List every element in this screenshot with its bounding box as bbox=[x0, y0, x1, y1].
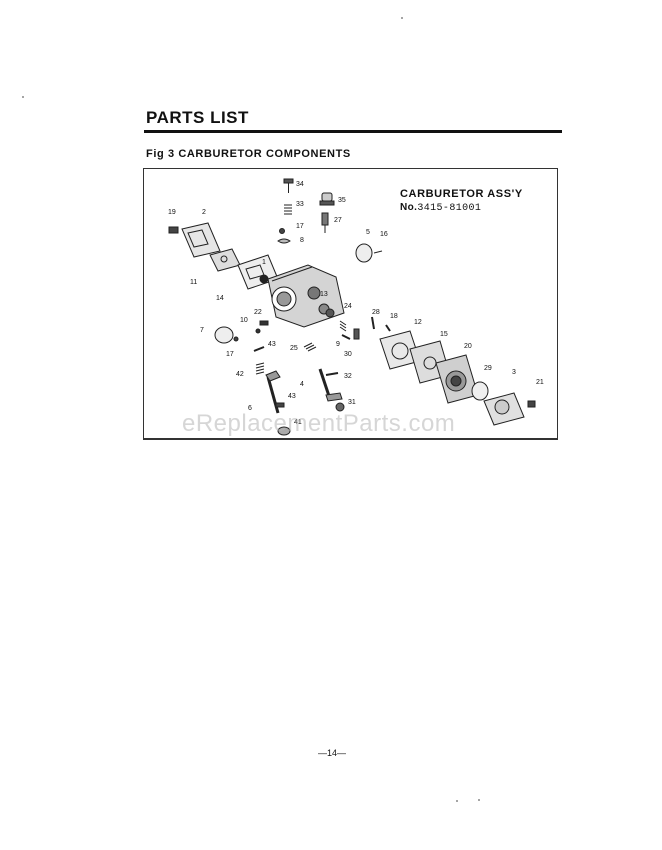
heading-rule bbox=[144, 130, 562, 133]
callout-label: 4 bbox=[300, 381, 304, 388]
part-24 bbox=[339, 320, 347, 332]
callout-label: 1 bbox=[262, 259, 266, 266]
callout-label: 20 bbox=[464, 343, 472, 350]
callout-label: 14 bbox=[216, 295, 224, 302]
callout-label: 21 bbox=[536, 379, 544, 386]
page-number: —14— bbox=[318, 748, 347, 758]
part-1 bbox=[259, 274, 269, 284]
callout-label: 9 bbox=[336, 341, 340, 348]
scan-speck bbox=[22, 96, 24, 98]
carburetor-body bbox=[267, 264, 345, 328]
callout-label: 29 bbox=[484, 365, 492, 372]
part-32 bbox=[325, 372, 339, 376]
callout-label: 43 bbox=[268, 341, 276, 348]
callout-label: 16 bbox=[380, 231, 388, 238]
part-28-18 bbox=[371, 316, 391, 332]
part-4 bbox=[318, 368, 343, 402]
part-29 bbox=[471, 381, 489, 401]
assembly-number-value: 3415-81001 bbox=[417, 203, 482, 214]
part-20 bbox=[435, 354, 479, 404]
scan-speck bbox=[401, 17, 403, 19]
callout-label: 35 bbox=[338, 197, 346, 204]
part-12 bbox=[379, 330, 421, 370]
part-17-8 bbox=[277, 228, 291, 244]
callout-label: 6 bbox=[248, 405, 252, 412]
carburetor-diagram: CARBURETOR ASS'Y No.3415-81001 34 33 35 … bbox=[143, 168, 558, 440]
callout-label: 7 bbox=[200, 327, 204, 334]
page-heading: PARTS LIST bbox=[146, 108, 249, 127]
callout-label: 19 bbox=[168, 209, 176, 216]
callout-label: 43 bbox=[288, 393, 296, 400]
callout-label: 24 bbox=[344, 303, 352, 310]
scan-speck bbox=[478, 799, 480, 801]
callout-label: 31 bbox=[348, 399, 356, 406]
callout-label: 28 bbox=[372, 309, 380, 316]
part-21 bbox=[527, 400, 536, 408]
callout-label: 8 bbox=[300, 237, 304, 244]
callout-label: 18 bbox=[390, 313, 398, 320]
callout-label: 15 bbox=[440, 331, 448, 338]
callout-label: 32 bbox=[344, 373, 352, 380]
scan-speck bbox=[456, 800, 458, 802]
callout-label: 13 bbox=[320, 291, 328, 298]
callout-label: 41 bbox=[294, 419, 302, 426]
callout-label: 12 bbox=[414, 319, 422, 326]
part-41 bbox=[277, 426, 291, 436]
part-31 bbox=[335, 402, 345, 412]
part-27 bbox=[321, 212, 329, 233]
part-17b bbox=[233, 336, 239, 342]
assembly-number: No.3415-81001 bbox=[400, 202, 481, 214]
part-42 bbox=[255, 362, 265, 375]
part-43b bbox=[275, 402, 285, 408]
assembly-number-prefix: No. bbox=[400, 202, 418, 213]
callout-label: 27 bbox=[334, 217, 342, 224]
assembly-title: CARBURETOR ASS'Y bbox=[400, 188, 523, 200]
part-34 bbox=[283, 178, 294, 193]
part-19 bbox=[168, 226, 179, 234]
part-7 bbox=[214, 326, 234, 344]
callout-label: 11 bbox=[190, 279, 198, 286]
callout-label: 33 bbox=[296, 201, 304, 208]
callout-label: 17 bbox=[226, 351, 234, 358]
part-43a bbox=[253, 346, 265, 352]
callout-label: 42 bbox=[236, 371, 244, 378]
callout-label: 2 bbox=[202, 209, 206, 216]
part-3 bbox=[483, 392, 525, 426]
callout-label: 17 bbox=[296, 223, 304, 230]
callout-label: 5 bbox=[366, 229, 370, 236]
part-2 bbox=[181, 222, 221, 258]
part-22-10 bbox=[255, 320, 269, 334]
exploded-view-drawing bbox=[168, 178, 536, 436]
part-25 bbox=[303, 342, 317, 352]
part-35 bbox=[319, 192, 335, 206]
part-33 bbox=[284, 204, 292, 215]
callout-label: 3 bbox=[512, 369, 516, 376]
callout-label: 25 bbox=[290, 345, 298, 352]
callout-label: 10 bbox=[240, 317, 248, 324]
part-5 bbox=[355, 243, 373, 263]
callout-label: 22 bbox=[254, 309, 262, 316]
part-13 bbox=[325, 308, 335, 318]
callout-label: 30 bbox=[344, 351, 352, 358]
part-9-30 bbox=[341, 328, 360, 340]
part-16 bbox=[373, 250, 383, 254]
callout-label: 34 bbox=[296, 181, 304, 188]
watermark: eReplacementParts.com bbox=[182, 410, 456, 437]
figure-caption: Fig 3 CARBURETOR COMPONENTS bbox=[146, 148, 351, 160]
